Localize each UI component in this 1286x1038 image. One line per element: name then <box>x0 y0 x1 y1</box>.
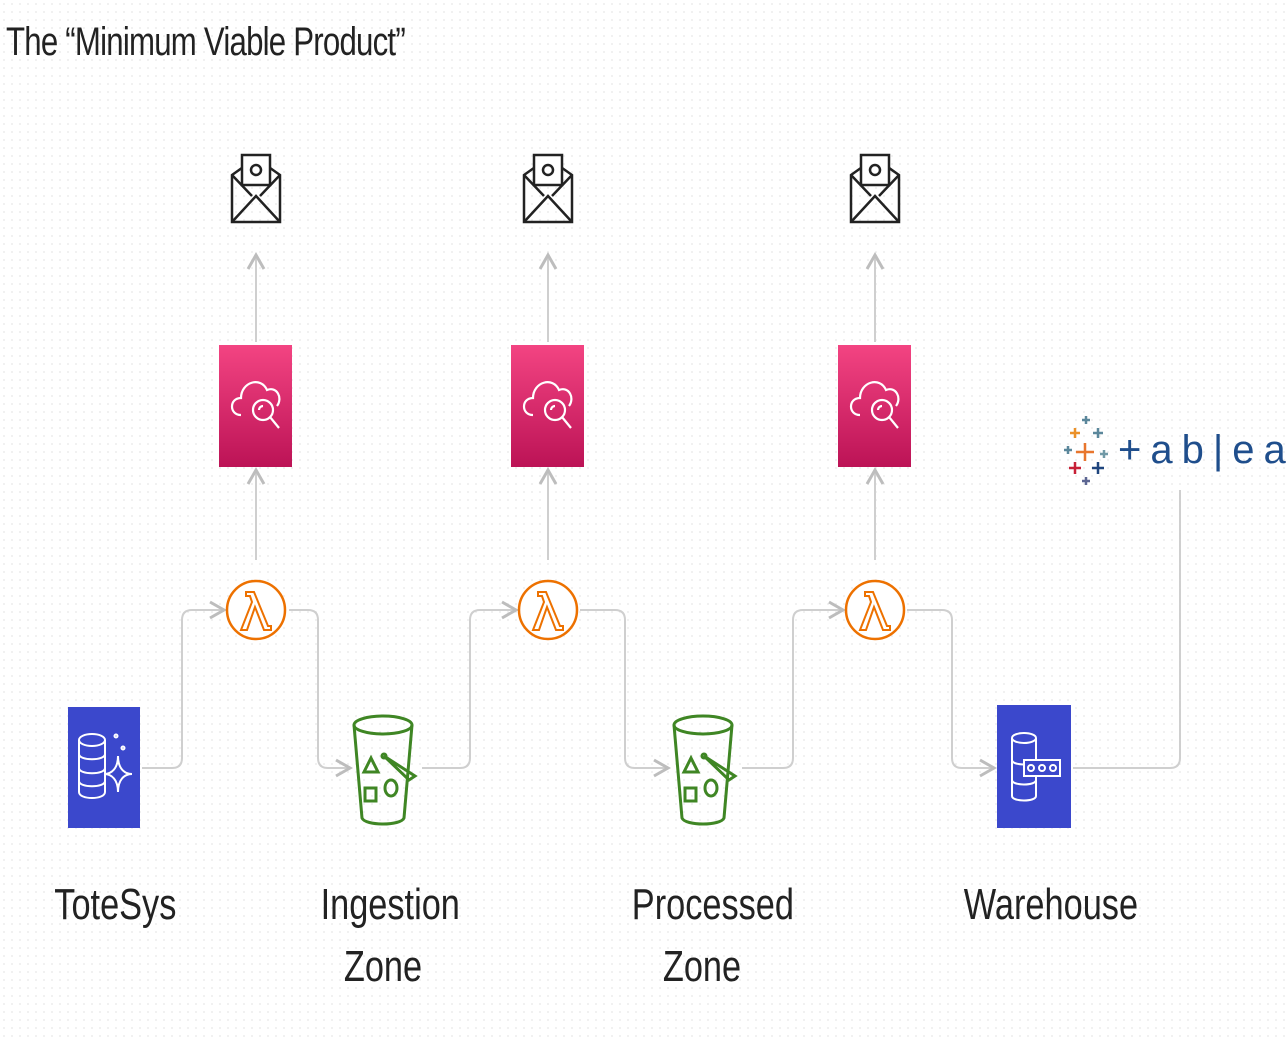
processed-label-line2: Zone <box>662 942 742 991</box>
connector-ingestion-to-lambda2 <box>422 600 520 769</box>
totesys-label: ToteSys <box>54 880 177 929</box>
email-icon <box>522 153 574 224</box>
ingestion-label-line1: Ingestion <box>320 880 460 929</box>
tableau-logo-icon <box>1064 416 1108 485</box>
redshift-warehouse-icon <box>997 705 1071 828</box>
ingestion-zone-label: Ingestion Zone <box>320 874 460 998</box>
connector-warehouse-to-tableau <box>1073 490 1181 769</box>
connector-lambda2-to-processed <box>580 609 672 778</box>
connector-processed-to-lambda3 <box>742 600 847 769</box>
email-icon <box>230 153 282 224</box>
diagram-title: The “Minimum Viable Product” <box>6 20 406 64</box>
rds-database-icon <box>68 707 140 828</box>
lambda-icon <box>517 579 579 641</box>
processed-zone-label: Processed Zone <box>631 874 794 998</box>
s3-bucket-icon <box>352 714 418 826</box>
connector-totesys-to-lambda1 <box>142 600 228 769</box>
cloudwatch-icon <box>838 345 911 467</box>
s3-bucket-icon <box>672 714 738 826</box>
processed-label-line1: Processed <box>631 880 794 929</box>
warehouse-label: Warehouse <box>963 880 1139 929</box>
email-icon <box>849 153 901 224</box>
connector-lambda3-to-warehouse <box>907 609 998 778</box>
cloudwatch-icon <box>219 345 292 467</box>
lambda-icon <box>844 579 906 641</box>
ingestion-label-line2: Zone <box>343 942 423 991</box>
lambda-icon <box>225 579 287 641</box>
cloudwatch-icon <box>511 345 584 467</box>
tableau-wordmark: +ab|eau <box>1118 428 1286 472</box>
connector-lambda1-to-ingestion <box>289 609 354 778</box>
